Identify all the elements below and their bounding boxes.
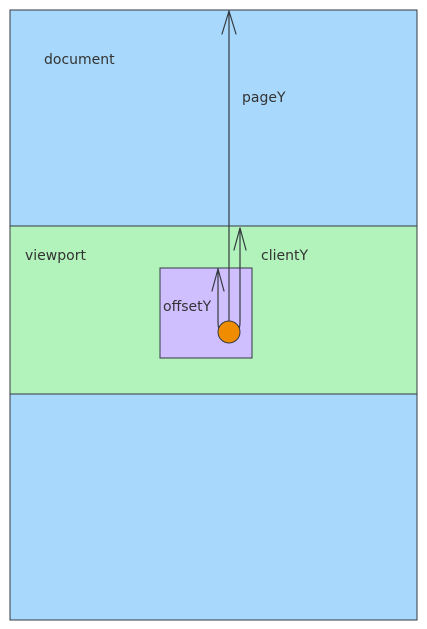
clienty-label: clientY xyxy=(261,248,308,264)
offsety-label: offsetY xyxy=(163,299,212,315)
pagey-arrow xyxy=(221,10,237,323)
clienty-arrow xyxy=(233,227,247,323)
pointer-circle xyxy=(217,320,241,344)
offsety-arrow xyxy=(211,268,225,323)
viewport-label: viewport xyxy=(25,248,86,264)
document-label: document xyxy=(44,52,115,68)
target-element-rect xyxy=(159,267,253,359)
pagey-label: pageY xyxy=(242,90,286,106)
